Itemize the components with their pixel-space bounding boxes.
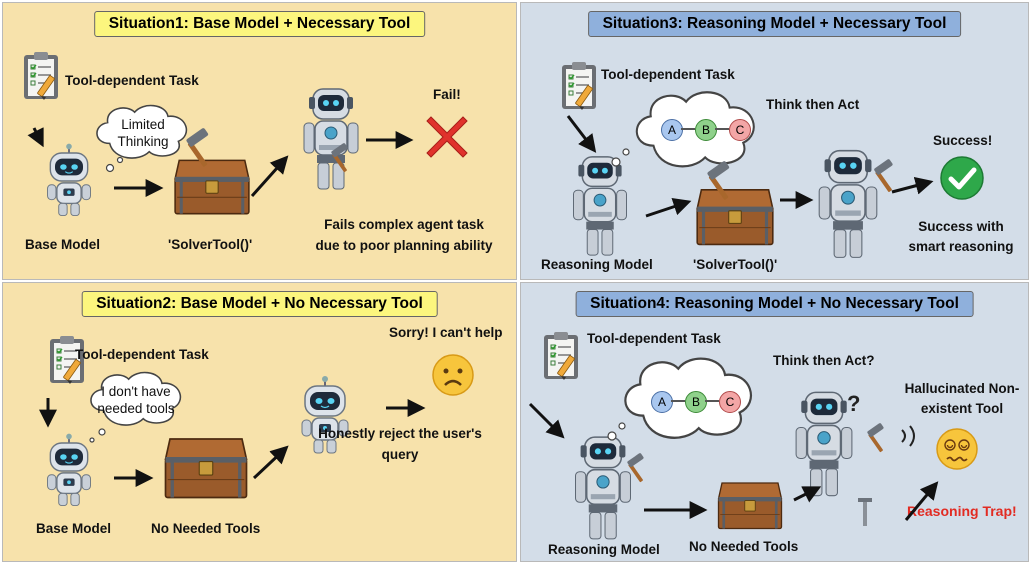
- tool-label: 'SolverTool()': [693, 257, 778, 272]
- panel-situation4: Situation4: Reasoning Model + No Necessa…: [520, 282, 1029, 562]
- task-label: Tool-dependent Task: [601, 67, 735, 82]
- task-label: Tool-dependent Task: [75, 347, 209, 362]
- sad-face-icon: [432, 354, 474, 396]
- result-label: Sorry! I can't help: [389, 325, 503, 340]
- tool-label: 'SolverTool()': [168, 237, 253, 252]
- arrow: [793, 486, 822, 503]
- model-label: Reasoning Model: [541, 257, 653, 272]
- dizzy-face-icon: [936, 428, 978, 470]
- tool-label: No Needed Tools: [689, 539, 799, 554]
- panel-title: Situation3: Reasoning Model + Necessary …: [587, 11, 962, 37]
- panel-situation3: Situation3: Reasoning Model + Necessary …: [520, 2, 1029, 280]
- panel-title: Situation4: Reasoning Model + No Necessa…: [575, 291, 974, 317]
- arrow: [891, 176, 934, 195]
- tool-label: No Needed Tools: [151, 521, 261, 536]
- plan-chain: A B C: [651, 391, 751, 413]
- arrow: [528, 402, 565, 439]
- plan-chain: A B C: [661, 119, 761, 141]
- arrow: [252, 445, 289, 480]
- panel-title: Situation2: Base Model + No Necessary To…: [81, 291, 438, 317]
- arrow: [27, 127, 44, 148]
- plan-node: B: [695, 119, 717, 141]
- panel-situation1: Situation1: Base Model + Necessary Tool …: [2, 2, 517, 280]
- think-label: Think then Act: [766, 97, 860, 112]
- arrow: [904, 481, 939, 521]
- fail-cross-icon: [426, 116, 468, 158]
- result-label: Hallucinated Non-existent Tool: [904, 381, 1020, 416]
- result-label: Success!: [933, 133, 993, 148]
- arrow: [566, 115, 597, 153]
- panel-title: Situation1: Base Model + Necessary Tool: [93, 11, 426, 37]
- plan-node: B: [685, 391, 707, 413]
- plan-node: C: [719, 391, 741, 413]
- think-label: Think then Act?: [773, 353, 875, 368]
- question-mark: ?: [847, 391, 861, 416]
- model-label: Base Model: [36, 521, 112, 536]
- panel-situation2: Situation2: Base Model + No Necessary To…: [2, 282, 517, 562]
- task-label: Tool-dependent Task: [65, 73, 199, 88]
- plan-node: C: [729, 119, 751, 141]
- trap-label: Reasoning Trap!: [907, 503, 1017, 519]
- task-label: Tool-dependent Task: [587, 331, 721, 346]
- arrow: [645, 198, 692, 218]
- model-label: Reasoning Model: [548, 542, 660, 557]
- plan-node: A: [661, 119, 683, 141]
- success-check-icon: [940, 156, 984, 200]
- plan-node: A: [651, 391, 673, 413]
- nail-icon: [858, 498, 872, 526]
- arrow: [250, 155, 289, 198]
- result-label: Fail!: [433, 87, 461, 102]
- model-label: Base Model: [25, 237, 101, 252]
